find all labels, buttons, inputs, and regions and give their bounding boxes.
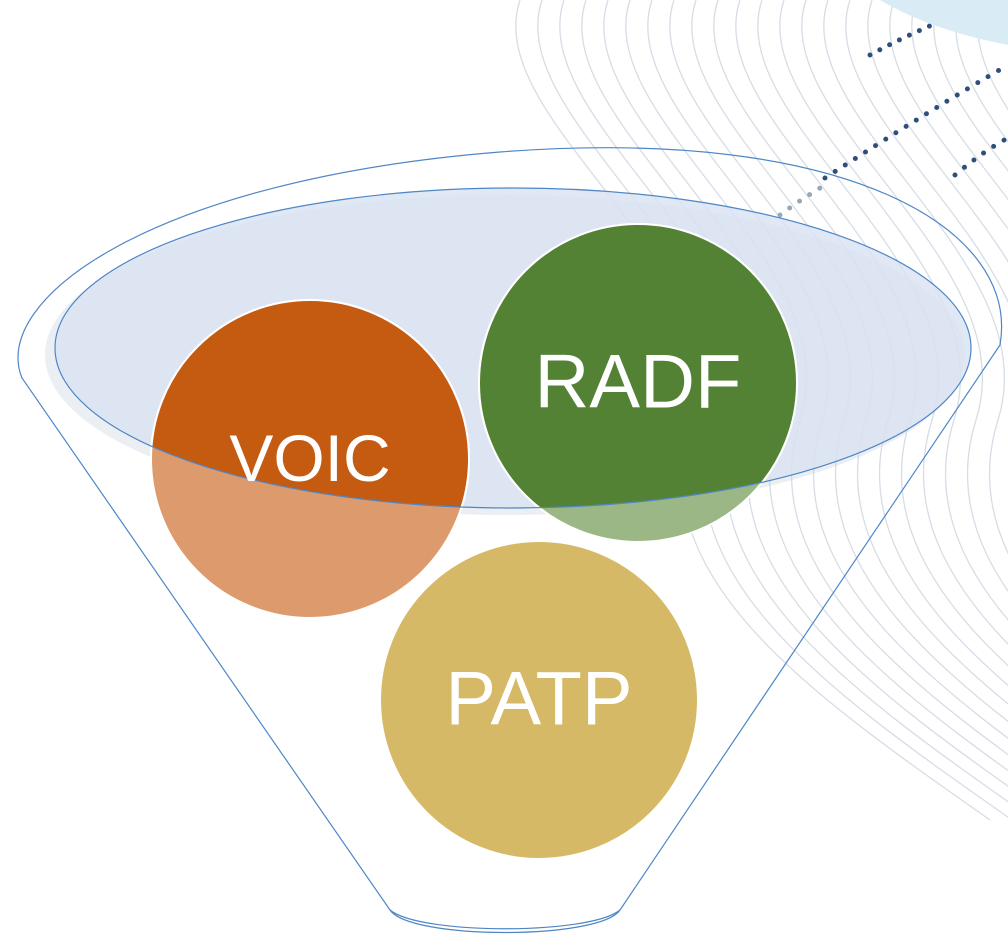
background-wave-line [911, 0, 1008, 201]
background-wave-line [823, 0, 1008, 555]
radf-circle [478, 223, 798, 508]
background-light-blue-shape [880, 0, 1008, 45]
background-wave-line [955, 0, 1008, 143]
background-dotted-arcs [777, 0, 1008, 218]
voic-label: VOIC [229, 421, 390, 495]
background-wave-line [757, 0, 1008, 645]
radf-label: RADF [535, 340, 742, 425]
background-wave-line [867, 0, 1008, 263]
background-wave-line [977, 0, 1008, 111]
background-wave-line [889, 0, 1008, 231]
funnel-bottom-rim [389, 909, 621, 930]
funnel-rim-inner-outline [54, 187, 972, 509]
background-wave-line [779, 0, 1008, 621]
background-wave-line [845, 0, 1008, 304]
patp-circle [379, 540, 699, 860]
patp-label: PATP [445, 657, 632, 742]
background-wave-line [801, 0, 1008, 592]
funnel-outline [17, 147, 1003, 934]
background-wave-line [933, 0, 1008, 172]
